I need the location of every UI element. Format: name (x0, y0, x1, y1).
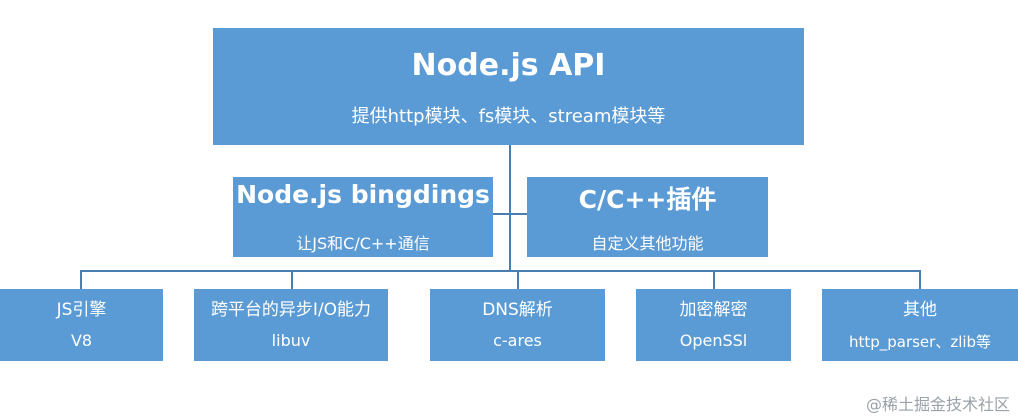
libuv-box: 跨平台的异步I/O能力 libuv (194, 289, 388, 361)
node-api-title: Node.js API (411, 48, 606, 83)
others-title: 其他 (903, 300, 937, 320)
watermark: @稀土掘金技术社区 (865, 395, 1010, 414)
branch-drop-3 (517, 270, 519, 289)
bindings-box: Node.js bingdings 让JS和C/C++通信 (233, 177, 493, 257)
openssl-title: 加密解密 (679, 300, 748, 320)
c-ares-box: DNS解析 c-ares (430, 289, 605, 361)
libuv-title: 跨平台的异步I/O能力 (210, 300, 372, 320)
cpp-addons-title: C/C++插件 (578, 185, 717, 214)
v8-subtitle: V8 (70, 331, 93, 350)
v8-title: JS引擎 (56, 300, 107, 320)
bindings-title: Node.js bingdings (236, 180, 490, 209)
cpp-addons-box: C/C++插件 自定义其他功能 (527, 177, 768, 257)
branch-drop-4 (713, 270, 715, 289)
branch-drop-2 (291, 270, 293, 289)
libuv-subtitle: libuv (271, 331, 311, 350)
branch-drop-5 (919, 270, 921, 289)
c-ares-subtitle: c-ares (493, 331, 542, 350)
main-trunk-line (509, 145, 511, 271)
v8-box: JS引擎 V8 (0, 289, 163, 361)
middle-connector-line (493, 213, 527, 215)
cpp-addons-subtitle: 自定义其他功能 (591, 234, 704, 253)
node-api-subtitle: 提供http模块、fs模块、stream模块等 (351, 106, 666, 127)
openssl-box: 加密解密 OpenSSl (636, 289, 791, 361)
branch-drop-1 (80, 270, 82, 289)
node-api-box: Node.js API 提供http模块、fs模块、stream模块等 (213, 28, 804, 145)
openssl-subtitle: OpenSSl (679, 331, 748, 350)
bindings-subtitle: 让JS和C/C++通信 (296, 234, 430, 253)
others-subtitle: http_parser、zlib等 (848, 333, 992, 351)
c-ares-title: DNS解析 (482, 300, 553, 320)
others-box: 其他 http_parser、zlib等 (822, 289, 1018, 361)
bottom-branch-line (80, 270, 920, 272)
